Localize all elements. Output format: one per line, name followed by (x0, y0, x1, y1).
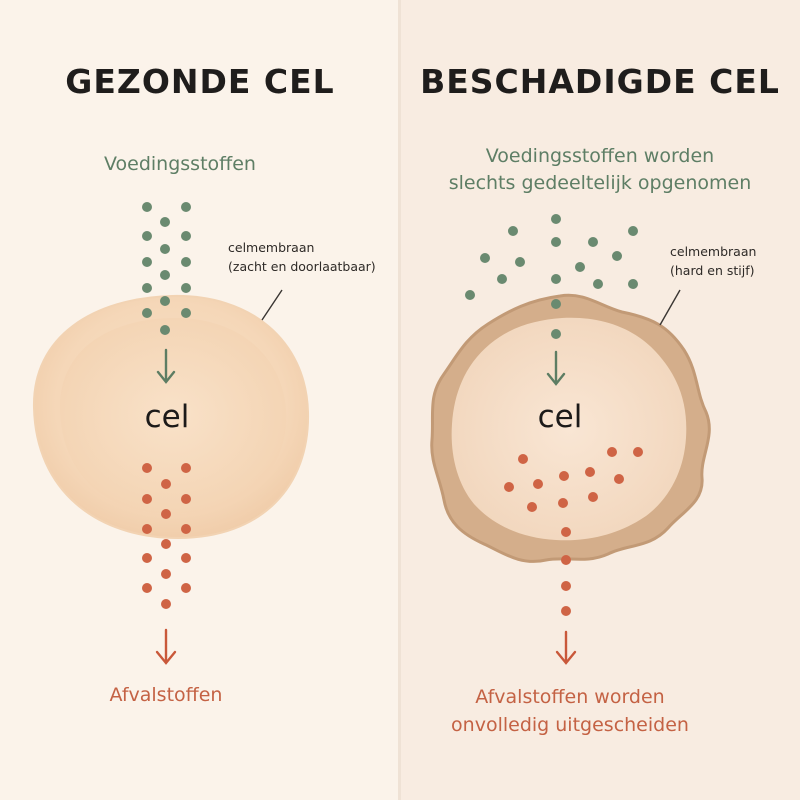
healthy-nutrient-arrow (156, 348, 176, 384)
nutrient-dot (181, 231, 191, 241)
nutrient-dot (181, 308, 191, 318)
healthy-membrane-description: (zacht en doorlaatbaar) (228, 259, 376, 274)
nutrient-dot (497, 274, 507, 284)
nutrient-dot (508, 226, 518, 236)
nutrient-dot (142, 308, 152, 318)
waste-dot (161, 599, 171, 609)
nutrient-dot (515, 257, 525, 267)
damaged-cell (430, 293, 711, 563)
waste-dot (142, 553, 152, 563)
nutrient-dot (593, 279, 603, 289)
waste-dot (142, 463, 152, 473)
waste-dot (559, 471, 569, 481)
nutrient-dot (551, 274, 561, 284)
damaged-cell-label: cel (537, 399, 583, 435)
healthy-waste-arrow (155, 628, 177, 665)
waste-dot (142, 583, 152, 593)
nutrient-dot (551, 214, 561, 224)
waste-dot (533, 479, 543, 489)
healthy-cell-title: GEZONDE CEL (65, 62, 335, 101)
waste-dot (588, 492, 598, 502)
waste-dot (561, 581, 571, 591)
waste-dot (142, 524, 152, 534)
nutrient-dot (480, 253, 490, 263)
damaged-membrane-title: celmembraan (670, 244, 757, 259)
damaged-nutrients-line-1: Voedingsstoffen worden (485, 145, 715, 167)
nutrient-dot (181, 257, 191, 267)
nutrient-dot (612, 251, 622, 261)
nutrient-dot (160, 296, 170, 306)
waste-dot (161, 539, 171, 549)
damaged-waste-line-1: Afvalstoffen worden (475, 686, 665, 708)
waste-dot (161, 479, 171, 489)
waste-dot (181, 583, 191, 593)
waste-dot (607, 447, 617, 457)
waste-dot (585, 467, 595, 477)
damaged-waste-line-2: onvolledig uitgescheiden (451, 714, 689, 736)
nutrient-dot (551, 237, 561, 247)
healthy-cell (32, 294, 310, 540)
nutrient-dot (142, 283, 152, 293)
nutrient-dot (142, 202, 152, 212)
damaged-waste-arrow (555, 630, 577, 665)
healthy-membrane-label: celmembraan (zacht en doorlaatbaar) (228, 238, 376, 276)
nutrient-dot (588, 237, 598, 247)
healthy-membrane-pointer (261, 289, 283, 321)
healthy-waste-dots (142, 463, 191, 609)
waste-dot (518, 454, 528, 464)
waste-dot (181, 553, 191, 563)
damaged-waste-dots (504, 447, 643, 616)
waste-dot (504, 482, 514, 492)
waste-dot (161, 569, 171, 579)
healthy-waste-label: Afvalstoffen (109, 684, 223, 706)
nutrient-dot (551, 329, 561, 339)
damaged-membrane-pointer (659, 289, 681, 326)
damaged-nutrients-line-2: slechts gedeeltelijk opgenomen (448, 172, 752, 194)
damaged-membrane-description: (hard en stijf) (670, 263, 755, 278)
waste-dot (558, 498, 568, 508)
nutrient-dot (628, 279, 638, 289)
waste-dot (181, 463, 191, 473)
damaged-nutrient-arrow (546, 350, 566, 386)
waste-dot (161, 509, 171, 519)
waste-dot (142, 494, 152, 504)
nutrient-dot (160, 270, 170, 280)
damaged-nutrients-label: Voedingsstoffen worden slechts gedeeltel… (420, 143, 780, 197)
damaged-nutrient-dots (465, 214, 638, 339)
healthy-nutrients-label: Voedingsstoffen (104, 153, 256, 175)
waste-dot (633, 447, 643, 457)
healthy-cell-label: cel (144, 399, 190, 435)
waste-dot (181, 494, 191, 504)
nutrient-dot (551, 299, 561, 309)
nutrient-dot (160, 244, 170, 254)
nutrient-dot (160, 325, 170, 335)
nutrient-dot (628, 226, 638, 236)
healthy-membrane-title: celmembraan (228, 240, 315, 255)
nutrient-dot (160, 217, 170, 227)
waste-dot (614, 474, 624, 484)
healthy-cell-inner (59, 317, 287, 515)
nutrient-dot (142, 257, 152, 267)
nutrient-dot (465, 290, 475, 300)
damaged-waste-label: Afvalstoffen worden onvolledig uitgesche… (420, 683, 720, 739)
panel-divider (398, 0, 401, 800)
nutrient-dot (142, 231, 152, 241)
waste-dot (527, 502, 537, 512)
damaged-membrane-label: celmembraan (hard en stijf) (670, 242, 756, 280)
nutrient-dot (575, 262, 585, 272)
nutrient-dot (181, 202, 191, 212)
waste-dot (181, 524, 191, 534)
damaged-cell-title: BESCHADIGDE CEL (420, 62, 780, 101)
healthy-nutrient-dots (142, 202, 191, 335)
waste-dot (561, 527, 571, 537)
waste-dot (561, 555, 571, 565)
nutrient-dot (181, 283, 191, 293)
waste-dot (561, 606, 571, 616)
